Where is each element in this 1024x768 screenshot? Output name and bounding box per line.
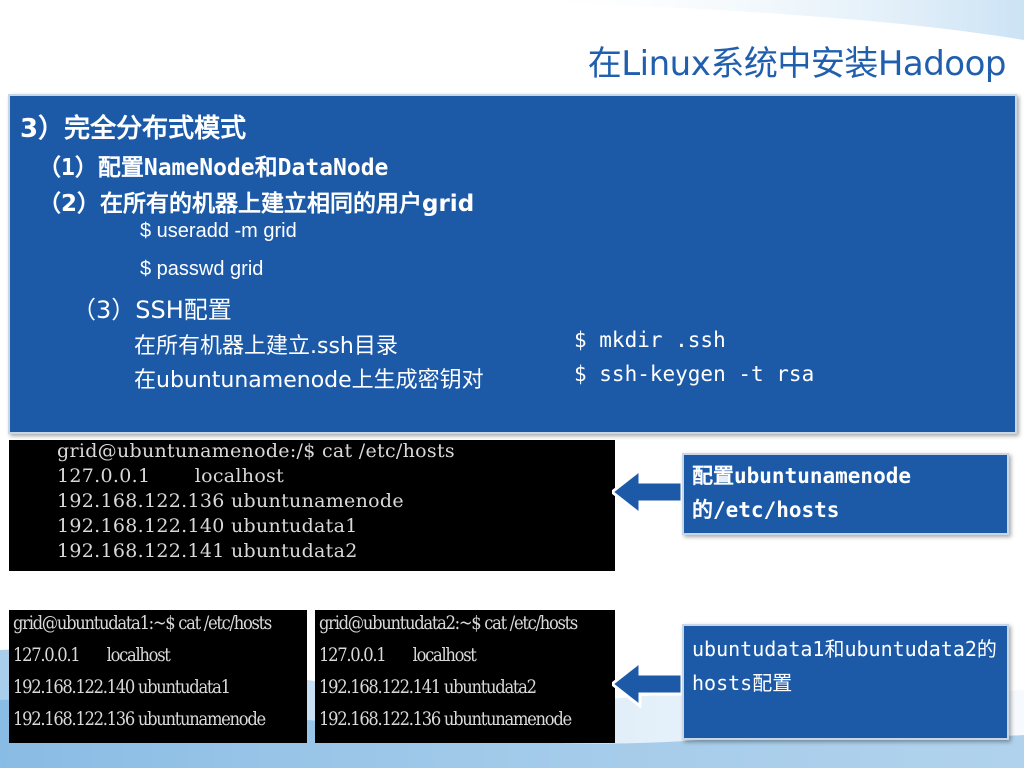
note-data-hosts: ubuntudata1和ubuntudata2的hosts配置 [682,624,1009,740]
section-heading: 3）完全分布式模式 [20,114,247,144]
terminal-line: 192.168.122.141 ubuntudata2 [319,676,537,698]
step-ssh-config: （3）SSH配置 [72,296,232,324]
ssh-row-desc: 在ubuntunamenode上生成密钥对 [134,368,484,393]
terminal-line: 192.168.122.141 ubuntudata2 [57,540,358,562]
terminal-data2-hosts: grid@ubuntudata2:~$ cat /etc/hosts 127.0… [315,610,615,743]
terminal-line: 192.168.122.140 ubuntudata1 [57,515,358,537]
ssh-row-desc: 在所有机器上建立.ssh目录 [134,334,398,359]
terminal-line: 192.168.122.136 ubuntunamenode [57,490,404,512]
page-title: 在Linux系统中安装Hadoop [587,44,1007,84]
terminal-line: grid@ubuntudata1:~$ cat /etc/hosts [13,612,272,634]
command-useradd: $ useradd -m grid [140,220,297,242]
ssh-row-cmd: $ mkdir .ssh [574,328,726,352]
terminal-namenode-hosts: grid@ubuntunamenode:/$ cat /etc/hosts 12… [9,440,615,571]
terminal-line: grid@ubuntunamenode:/$ cat /etc/hosts [57,440,455,462]
left-arrow-icon [612,468,684,516]
main-content-box: 3）完全分布式模式 （1）配置NameNode和DataNode （2）在所有的… [8,94,1017,434]
terminal-line: 127.0.0.1 localhost [13,644,171,666]
terminal-line: grid@ubuntudata2:~$ cat /etc/hosts [319,612,578,634]
command-passwd: $ passwd grid [140,258,264,280]
step-configure-nodes: （1）配置NameNode和DataNode [38,155,389,181]
note-namenode-hosts: 配置ubuntunamenode的/etc/hosts [682,453,1009,535]
terminal-line: 127.0.0.1 localhost [319,644,477,666]
terminal-line: 192.168.122.140 ubuntudata1 [13,676,231,698]
terminal-line: 127.0.0.1 localhost [57,465,285,487]
terminal-line: 192.168.122.136 ubuntunamenode [319,708,572,730]
terminal-line: 192.168.122.136 ubuntunamenode [13,708,266,730]
left-arrow-icon [612,660,684,708]
step-create-user: （2）在所有的机器上建立相同的用户grid [38,191,475,217]
terminal-data1-hosts: grid@ubuntudata1:~$ cat /etc/hosts 127.0… [9,610,307,743]
ssh-row-cmd: $ ssh-keygen -t rsa [574,362,815,386]
